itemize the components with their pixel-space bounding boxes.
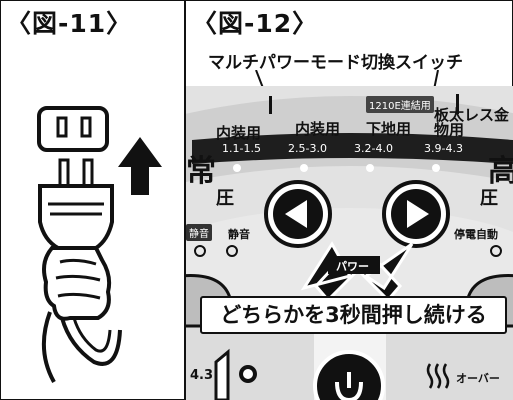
- normal-pressure-mark: 常: [186, 154, 216, 189]
- mode-label-3: 下地用: [366, 120, 412, 138]
- range-label-4: 3.9-4.3: [424, 142, 463, 155]
- power-outage-label: 停電自動: [454, 228, 498, 241]
- outlet-icon: [37, 106, 109, 152]
- range-label-2: 2.5-3.0: [288, 142, 327, 155]
- control-panel: 1210E連結用 内装用 内装用 下地用 板太レス金物用 1.1-1.5 2.5…: [186, 86, 513, 400]
- high-pressure-mark: 高: [488, 154, 513, 189]
- plug-illustration: [37, 106, 162, 383]
- range-band: [192, 133, 513, 164]
- mode-label-1: 内装用: [216, 124, 262, 142]
- left-arrow-icon: [285, 200, 307, 228]
- switch-callout: マルチパワーモード切換スイッチ: [208, 53, 463, 73]
- right-arrow-icon: [407, 200, 429, 228]
- mode-label-2: 内装用: [295, 120, 341, 138]
- connection-badge: 1210E連結用: [366, 96, 434, 113]
- overheat-label: オーバー: [456, 372, 500, 385]
- instruction-banner: どちらかを3秒間押し続ける: [200, 296, 507, 334]
- outlet-slot-right: [80, 116, 92, 138]
- power-mode-label: パワー: [336, 260, 369, 273]
- figure-12-label: 〈図-12〉: [192, 9, 319, 38]
- mode-label-4: 板太レス金物用: [434, 106, 510, 139]
- plug-body: [38, 184, 114, 250]
- outlet-slot-left: [56, 116, 68, 138]
- range-label-3: 3.2-4.0: [354, 142, 393, 155]
- left-atsu-label: 圧: [216, 188, 234, 209]
- quiet-badge: 静音: [186, 224, 212, 241]
- figure-divider: [184, 0, 186, 400]
- figure-11-label: 〈図-11〉: [6, 9, 133, 38]
- range-label-1: 1.1-1.5: [222, 142, 261, 155]
- level-value: 4.3: [190, 368, 214, 383]
- right-atsu-label: 圧: [480, 188, 498, 209]
- quiet-label: 静音: [228, 228, 250, 241]
- up-arrow-icon: [118, 137, 162, 195]
